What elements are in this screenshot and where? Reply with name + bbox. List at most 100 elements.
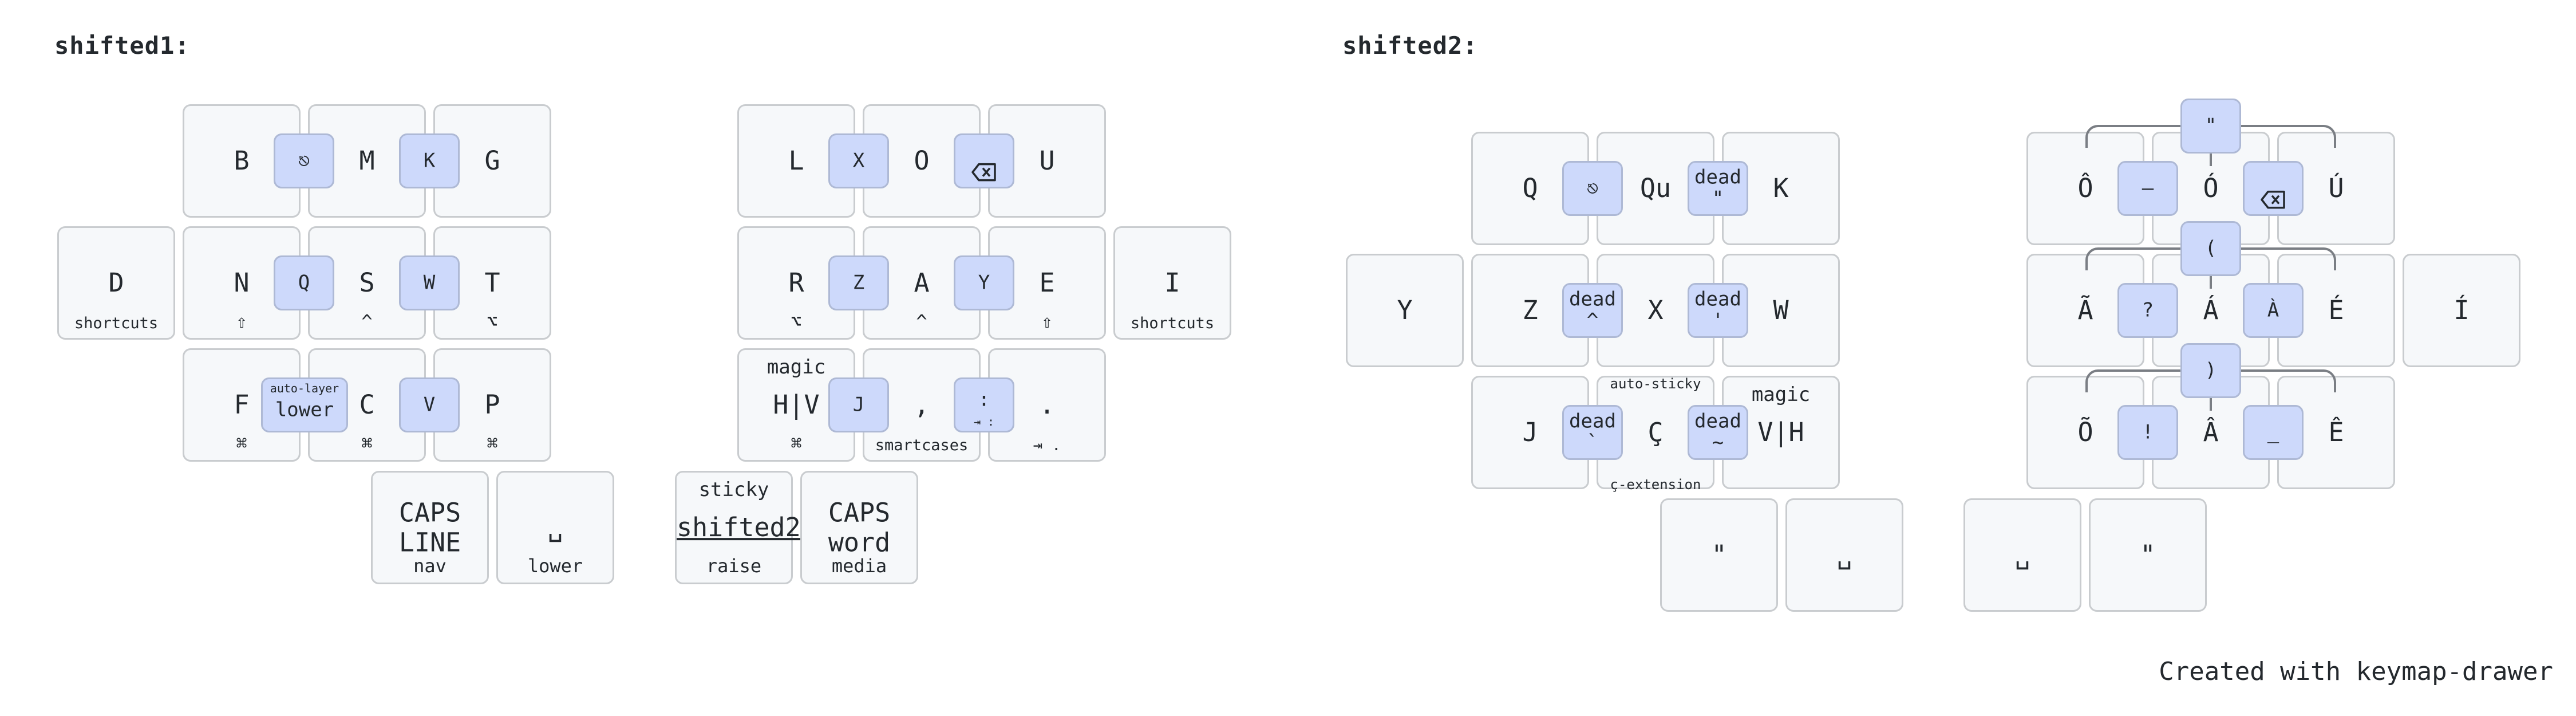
key-label: I (1164, 267, 1180, 298)
combo-connector (2210, 269, 2212, 289)
combo-close-paren[interactable]: ) (2180, 343, 2241, 398)
key-label: " (1711, 540, 1727, 571)
combo-label: Q (298, 271, 310, 294)
combo-exclamation[interactable]: ! (2117, 405, 2178, 460)
key-hold: shortcuts (74, 314, 159, 332)
combo-underscore[interactable]: _ (2243, 405, 2304, 460)
combo-open-paren[interactable]: ( (2180, 221, 2241, 276)
key-label: Y (1397, 295, 1413, 326)
key-label: Â (2203, 417, 2219, 448)
combo-label: Y (978, 271, 990, 294)
key-i-acute[interactable]: Í (2403, 254, 2520, 367)
combo-label: dead " (1694, 166, 1741, 210)
key-o-circumflex[interactable]: Ô (2026, 132, 2144, 245)
key-space[interactable]: ␣ (1963, 498, 2081, 612)
key-label: É (2328, 295, 2344, 326)
key-double-quote[interactable]: " (2089, 498, 2207, 612)
combo-q[interactable]: Q (274, 255, 334, 310)
combo-escape[interactable]: ⎋ (1562, 161, 1623, 216)
key-hold: ⌘ (361, 432, 373, 454)
key-label: . (1039, 390, 1055, 420)
key-label: Ã (2077, 295, 2093, 326)
key-label: T (484, 267, 500, 298)
key-label: K (1773, 173, 1789, 204)
combo-v[interactable]: V (399, 377, 460, 432)
key-label: P (484, 390, 500, 420)
combo-y[interactable]: Y (954, 255, 1014, 310)
backspace-icon (971, 163, 996, 182)
combo-backspace[interactable] (954, 133, 1014, 188)
combo-label: _ (2267, 420, 2279, 444)
combo-dead-tilde[interactable]: dead ~ (1688, 405, 1748, 460)
key-label: Ê (2328, 417, 2344, 448)
combo-sublabel: ⇥ : (973, 415, 995, 428)
combo-en-dash[interactable]: – (2117, 161, 2178, 216)
key-hold: ⌥ (791, 310, 802, 332)
key-label: H|V (773, 390, 820, 420)
key-label: G (484, 145, 500, 176)
key-double-quote[interactable]: " (1660, 498, 1778, 612)
combo-question[interactable]: ? (2117, 283, 2178, 338)
combo-escape[interactable]: ⎋ (274, 133, 334, 188)
key-y[interactable]: Y (1346, 254, 1464, 367)
key-hold: nav (413, 555, 447, 577)
key-label: Z (1522, 295, 1538, 326)
combo-label: ( (2204, 237, 2217, 260)
key-shifted: magic (1751, 383, 1811, 406)
key-label: Í (2453, 295, 2470, 326)
combo-label: W (423, 271, 436, 294)
combo-label: dead ' (1694, 288, 1741, 332)
key-label: M (359, 145, 375, 176)
combo-dead-diaeresis[interactable]: dead " (1688, 161, 1748, 216)
key-label: Ó (2203, 173, 2219, 204)
combo-label: V (423, 393, 436, 416)
combo-label: K (423, 149, 436, 172)
key-label: Ú (2328, 173, 2344, 204)
combo-label: À (2267, 298, 2279, 322)
combo-connector (2210, 391, 2212, 411)
key-label: C (359, 390, 375, 420)
key-hold: ⌥ (487, 310, 498, 332)
combo-j[interactable]: J (828, 377, 889, 432)
combo-label: " (2204, 114, 2217, 137)
combo-label: ⎋ (1586, 176, 1599, 200)
combo-label: – (2142, 176, 2154, 200)
combo-dead-grave[interactable]: dead ` (1562, 405, 1623, 460)
key-label: R (788, 267, 804, 298)
key-label: ␣ (547, 512, 563, 543)
key-space[interactable]: ␣ (1785, 498, 1903, 612)
key-label: O (914, 145, 930, 176)
combo-k[interactable]: K (399, 133, 460, 188)
combo-colon[interactable]: :⇥ : (954, 377, 1014, 432)
combo-backspace[interactable] (2243, 161, 2304, 216)
key-space[interactable]: ␣lower (496, 471, 614, 584)
combo-w[interactable]: W (399, 255, 460, 310)
key-label: CAPS word (828, 497, 891, 557)
key-label: Õ (2077, 417, 2093, 448)
key-label: Qu (1639, 173, 1672, 204)
combo-z[interactable]: Z (828, 255, 889, 310)
key-label: W (1773, 295, 1789, 326)
key-hold: ⌘ (791, 432, 802, 454)
combo-a-grave[interactable]: À (2243, 283, 2304, 338)
footer-credit: Created with keymap-drawer (2159, 657, 2553, 686)
key-label: Q (1522, 173, 1538, 204)
key-hold: ⌘ (236, 432, 247, 454)
key-hold: ^ (361, 310, 373, 332)
key-label: F (234, 390, 250, 420)
key-e[interactable]: E⇧ (988, 226, 1106, 340)
combo-double-quote[interactable]: " (2180, 99, 2241, 154)
combo-dead-acute[interactable]: dead ' (1688, 283, 1748, 338)
combo-label: lower (275, 398, 334, 422)
combo-label: dead ~ (1694, 410, 1741, 454)
combo-dead-circumflex[interactable]: dead ^ (1562, 283, 1623, 338)
key-label: E (1039, 267, 1055, 298)
combo-label: ? (2142, 298, 2154, 322)
combo-x[interactable]: X (828, 133, 889, 188)
